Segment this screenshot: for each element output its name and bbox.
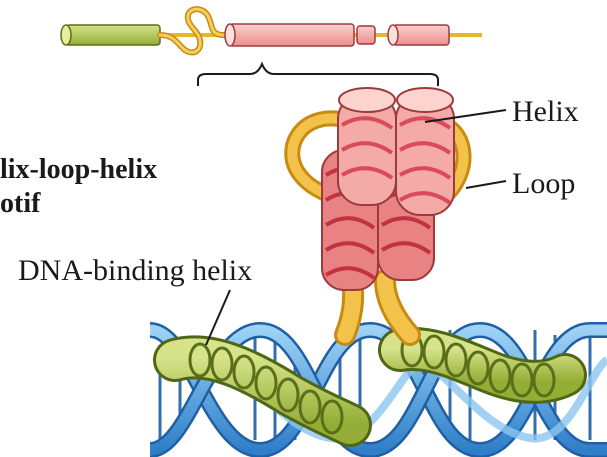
map-bracket [198, 64, 438, 86]
map-binding-helix-cylinder [61, 25, 160, 45]
map-helix-cylinder-3 [388, 25, 449, 45]
motif-label-line-1: lix-loop-helix [0, 154, 157, 185]
dna-binding-helix-label: DNA-binding helix [18, 254, 252, 287]
helix-cylinder-front-right [396, 88, 454, 215]
helix-label: Helix [512, 95, 579, 128]
map-helix-cylinder-2 [357, 26, 375, 44]
motif-label-line-2: otif [0, 188, 41, 219]
helix-cylinder-front-left [338, 88, 396, 205]
loop-leader-line [466, 181, 506, 188]
linear-domain-map [61, 9, 482, 86]
dna-binding-leader-line [206, 290, 230, 345]
loop-label: Loop [512, 167, 575, 200]
map-helix-cylinder-1 [225, 24, 354, 46]
